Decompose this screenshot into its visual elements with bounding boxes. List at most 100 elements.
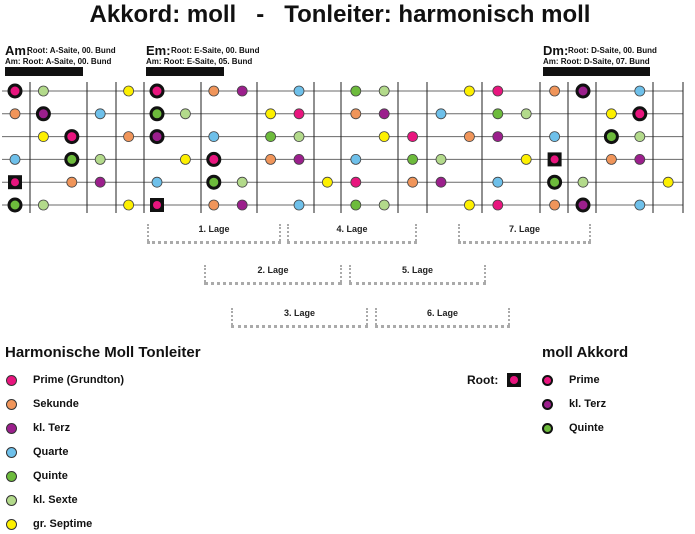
note-dot [94,108,106,120]
scale-legend-title: Harmonische Moll Tonleiter [5,344,201,361]
note-dot [9,108,21,120]
note-dot [206,174,222,190]
legend-color-dot [6,423,17,434]
note-dot [321,176,333,188]
legend-color-dot [542,375,553,386]
note-dot [463,85,475,97]
legend-color-dot [6,471,17,482]
note-dot [378,131,390,143]
chord-bar [146,67,224,76]
chord-label-em: Em: Root: E-Saite, 00. Bund Am: Root: E-… [146,43,286,79]
note-dot [634,199,646,211]
note-dot [293,85,305,97]
note-dot [265,108,277,120]
note-dot [123,85,135,97]
note-dot [435,153,447,165]
lage-label: 1. Lage [198,224,230,234]
note-dot [407,153,419,165]
note-dot [463,199,475,211]
note-dot [236,176,248,188]
note-dot [632,106,648,122]
root-label: Root: [467,373,499,387]
chord-label-dm: Dm: Root: D-Saite, 00. Bund Am: Root: D-… [543,43,683,79]
chord-name: Dm: [543,43,569,58]
lage-label: 3. Lage [283,308,315,318]
root-marker-icon [507,373,521,387]
note-dot [38,199,49,211]
note-dot [407,176,419,188]
note-dot [179,108,191,120]
legend-label: gr. Septime [33,518,93,530]
note-dot [378,199,390,211]
note-dot [435,108,447,120]
note-dot [293,199,305,211]
note-dot [293,153,305,165]
chord-root-line-2: Am: Root: A-Saite, 00. Bund [5,57,112,66]
page-title: Akkord: moll - Tonleiter: harmonisch mol… [89,1,591,28]
note-dot [634,153,646,165]
lage-label: 7. Lage [508,224,540,234]
note-dot [236,85,248,97]
chord-name: Am: [5,43,31,58]
lage-5: 5. Lage [349,265,486,285]
note-dot [350,153,362,165]
note-dot [634,131,646,143]
note-dot [550,155,559,164]
legend-label: Prime (Grundton) [33,374,125,386]
note-dot [463,131,475,143]
legend-color-dot [542,399,553,410]
note-dot [94,153,106,165]
note-dot [123,199,135,211]
lage-4: 4. Lage [287,224,417,244]
note-dot [208,85,220,97]
note-dot [577,176,589,188]
legend-label: Quinte [33,470,68,482]
note-dot [547,174,563,190]
note-dot [350,108,362,120]
note-dot [151,176,163,188]
note-dot [520,108,532,120]
chord-bar [5,67,83,76]
chord-root-line-2: Am: Root: D-Saite, 07. Bund [543,57,650,66]
note-dot [206,151,222,167]
note-dot [662,176,674,188]
legend-label: Sekunde [33,398,79,410]
note-dot [153,201,161,209]
legend-color-dot [6,375,17,386]
note-dot [350,176,362,188]
note-dot [520,153,532,165]
legend-color-dot [6,447,17,458]
note-dot [492,85,504,97]
lage-1: 1. Lage [147,224,281,244]
note-dot [66,176,78,188]
note-dot [35,106,51,122]
note-dot [293,131,305,143]
note-dot [149,106,165,122]
note-dot [265,131,277,143]
note-dot [265,153,277,165]
note-dot [38,131,49,143]
legend-label: kl. Sexte [33,494,78,506]
lage-label: 5. Lage [401,265,433,275]
legend-label: kl. Terz [33,422,71,434]
note-dot [149,83,165,99]
lage-3: 3. Lage [231,308,368,328]
lage-label: 2. Lage [257,265,289,275]
note-dot [64,129,80,145]
legend-color-dot [542,423,553,434]
note-dot [549,131,560,143]
note-dot [350,85,362,97]
note-dot [350,199,362,211]
legend-label: Quinte [569,422,604,434]
note-dot [293,108,305,120]
legend-color-dot [6,399,17,410]
note-dot [549,199,560,211]
chord-root-line-1: Root: E-Saite, 00. Bund [171,46,260,55]
note-dot [492,176,504,188]
fretboard [2,82,684,213]
note-dot [606,108,617,120]
chord-root-line-1: Root: A-Saite, 00. Bund [27,46,116,55]
note-dot [11,178,19,187]
note-dot [575,197,591,213]
note-dot [64,151,80,167]
